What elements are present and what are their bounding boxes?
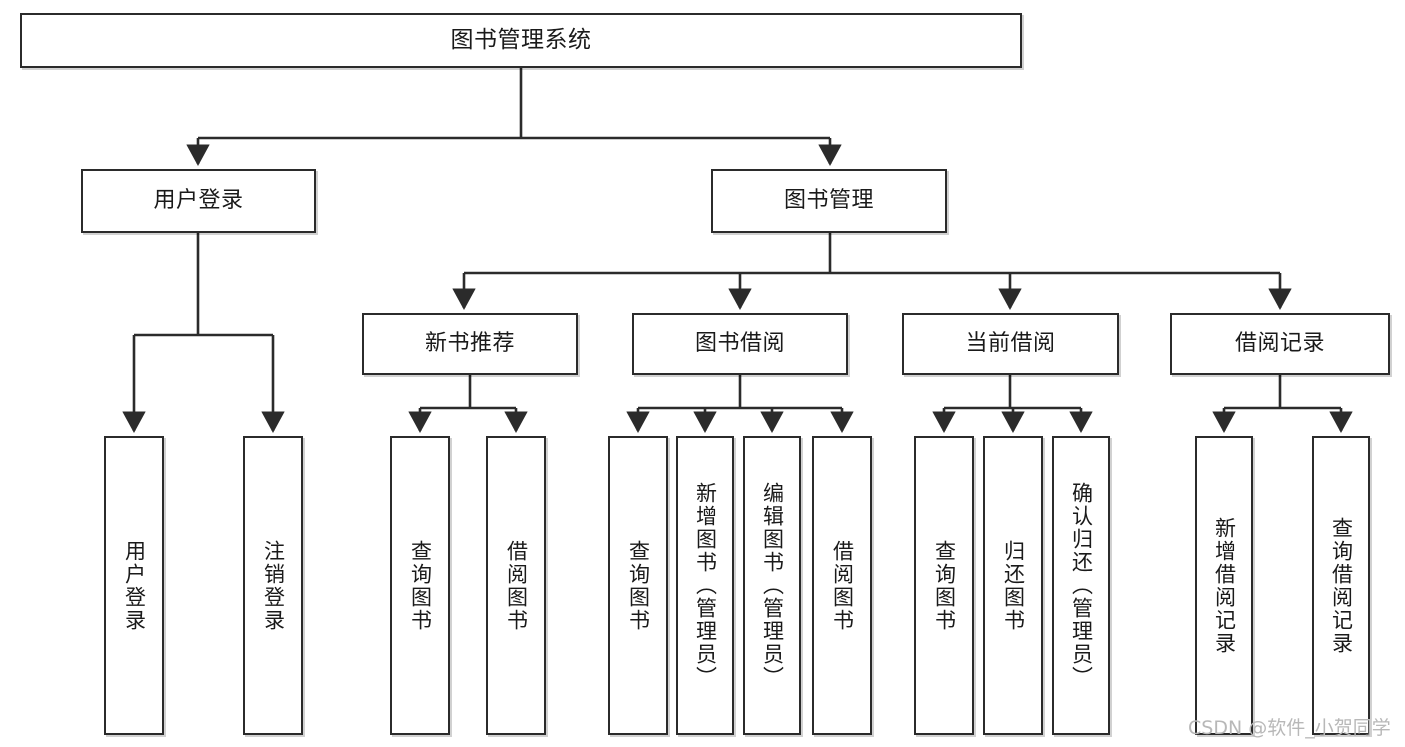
leaf-borrow-record-1[interactable]: 新增借阅记录 [1195,436,1253,735]
node-current-borrow[interactable]: 当前借阅 [902,313,1119,375]
leaf-borrow-record-2-label: 查询借阅记录 [1329,516,1354,655]
leaf-current-borrow-3-label: 确认归还（管理员） [1069,482,1094,689]
leaf-borrow-record-2[interactable]: 查询借阅记录 [1312,436,1370,735]
leaf-user-login-1-label: 用户登录 [122,539,147,632]
leaf-current-borrow-1[interactable]: 查询图书 [914,436,974,735]
node-book-manage-label: 图书管理 [783,188,874,214]
node-user-login[interactable]: 用户登录 [81,169,316,233]
leaf-book-borrow-1-label: 查询图书 [626,539,651,632]
node-current-borrow-label: 当前借阅 [965,331,1056,357]
node-book-borrow[interactable]: 图书借阅 [632,313,848,375]
node-borrow-record[interactable]: 借阅记录 [1170,313,1390,375]
leaf-book-borrow-3[interactable]: 编辑图书（管理员） [743,436,801,735]
leaf-current-borrow-3[interactable]: 确认归还（管理员） [1052,436,1110,735]
leaf-new-book-rec-2[interactable]: 借阅图书 [486,436,546,735]
leaf-borrow-record-1-label: 新增借阅记录 [1212,516,1237,655]
leaf-book-borrow-1[interactable]: 查询图书 [608,436,668,735]
leaf-new-book-rec-1-label: 查询图书 [408,539,433,632]
leaf-user-login-2[interactable]: 注销登录 [243,436,303,735]
node-new-book-rec[interactable]: 新书推荐 [362,313,578,375]
leaf-current-borrow-1-label: 查询图书 [932,539,957,632]
leaf-book-borrow-4[interactable]: 借阅图书 [812,436,872,735]
node-borrow-record-label: 借阅记录 [1234,331,1325,357]
node-book-borrow-label: 图书借阅 [694,331,785,357]
leaf-user-login-2-label: 注销登录 [261,539,286,632]
node-new-book-rec-label: 新书推荐 [424,331,515,357]
leaf-new-book-rec-1[interactable]: 查询图书 [390,436,450,735]
leaf-book-borrow-2[interactable]: 新增图书（管理员） [676,436,734,735]
node-user-login-label: 用户登录 [153,188,244,214]
leaf-current-borrow-2[interactable]: 归还图书 [983,436,1043,735]
leaf-current-borrow-2-label: 归还图书 [1001,539,1026,632]
leaf-book-borrow-2-label: 新增图书（管理员） [693,482,718,689]
leaf-book-borrow-4-label: 借阅图书 [830,539,855,632]
node-book-manage[interactable]: 图书管理 [711,169,947,233]
leaf-user-login-1[interactable]: 用户登录 [104,436,164,735]
node-root-label: 图书管理系统 [450,26,592,53]
node-root[interactable]: 图书管理系统 [20,13,1022,68]
leaf-book-borrow-3-label: 编辑图书（管理员） [760,482,785,689]
leaf-new-book-rec-2-label: 借阅图书 [504,539,529,632]
